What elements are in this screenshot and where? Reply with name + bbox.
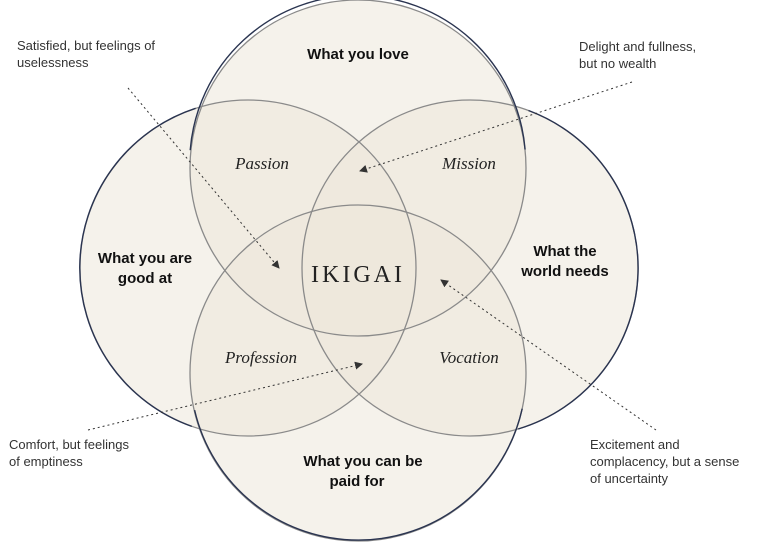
- label-what-the-world-needs-line1: What the: [533, 243, 596, 260]
- label-mission: Mission: [441, 154, 496, 173]
- label-passion: Passion: [234, 154, 289, 173]
- annotation-bottom-left-line1: Comfort, but feelings: [9, 437, 129, 452]
- label-what-you-are-good-at-line2: good at: [118, 270, 172, 287]
- arrow-bottom-left: [87, 361, 363, 431]
- annotation-bottom-right-line1: Excitement and: [590, 437, 680, 452]
- annotation-bottom-right: Excitement and complacency, but a sense …: [590, 436, 739, 487]
- annotation-top-left: Satisfied, but feelings of uselessness: [17, 37, 155, 71]
- label-vocation: Vocation: [439, 348, 499, 367]
- label-what-the-world-needs-line2: world needs: [520, 263, 609, 280]
- label-what-you-can-be-paid-for-line2: paid for: [330, 473, 385, 490]
- annotation-bottom-left-line2: of emptiness: [9, 454, 83, 469]
- label-profession: Profession: [224, 348, 297, 367]
- annotation-top-left-line2: uselessness: [17, 55, 89, 70]
- annotation-top-right: Delight and fullness, but no wealth: [579, 38, 696, 72]
- label-what-you-can-be-paid-for-line1: What you can be: [303, 453, 422, 470]
- annotation-top-right-line2: but no wealth: [579, 56, 657, 71]
- annotation-top-right-line1: Delight and fullness,: [579, 39, 697, 54]
- annotation-top-left-line1: Satisfied, but feelings of: [17, 38, 156, 53]
- circle-fills: [80, 0, 638, 541]
- annotation-bottom-left: Comfort, but feelings of emptiness: [9, 436, 129, 470]
- arrow-bottom-right: [440, 279, 657, 431]
- outer-strokes: [79, 0, 639, 541]
- label-what-you-are-good-at-line1: What you are: [98, 250, 192, 267]
- annotation-bottom-right-line2: complacency, but a sense: [590, 454, 740, 469]
- circle-paid-for: [190, 205, 526, 541]
- label-what-you-love: What you love: [307, 46, 409, 63]
- annotation-arrows: [87, 81, 657, 431]
- arrow-top-left: [127, 87, 280, 269]
- label-ikigai: IKIGAI: [311, 262, 405, 288]
- annotation-bottom-right-line3: of uncertainty: [590, 471, 669, 486]
